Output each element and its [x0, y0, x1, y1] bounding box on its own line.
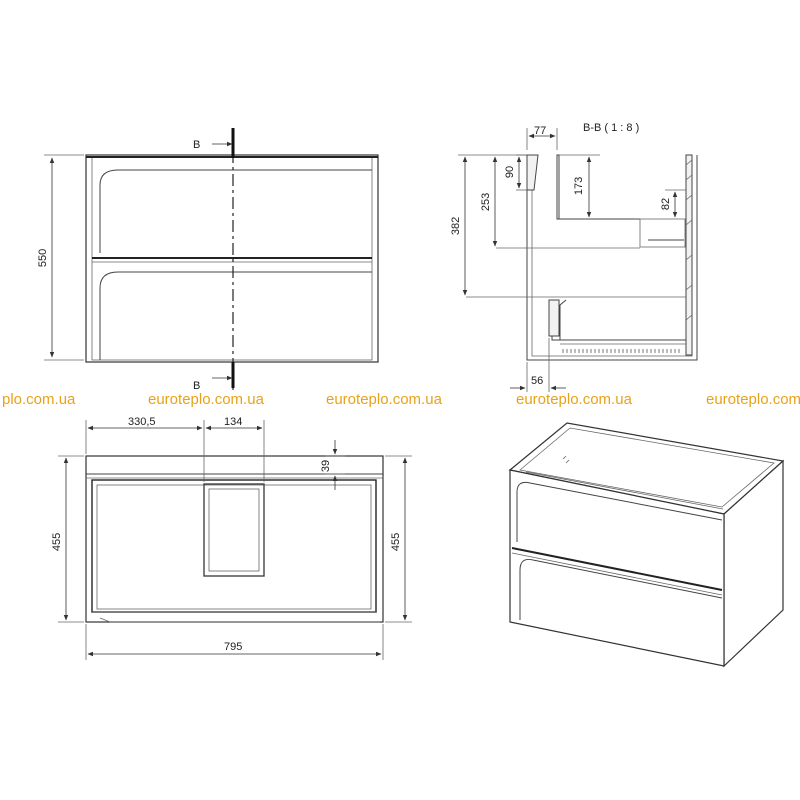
- dim-134: 134: [224, 416, 242, 428]
- watermark-3: euroteplo.com.ua: [326, 391, 443, 408]
- dim-front-height: 550: [37, 249, 49, 267]
- isometric-view: [508, 422, 785, 668]
- front-view: B B 550: [37, 128, 379, 392]
- watermark-2: euroteplo.com.ua: [148, 391, 265, 408]
- top-view: 330,5 134 39 455 455 795: [51, 416, 412, 660]
- dim-253: 253: [480, 193, 492, 211]
- dim-77: 77: [534, 125, 546, 137]
- section-view: B-B ( 1 : 8 ) 77 90: [450, 122, 698, 392]
- dim-330-5: 330,5: [128, 416, 156, 428]
- dim-455-left: 455: [51, 533, 63, 551]
- section-title: B-B ( 1 : 8 ): [583, 122, 639, 134]
- dim-382: 382: [450, 217, 462, 235]
- watermarks: plo.com.ua euroteplo.com.ua euroteplo.co…: [2, 391, 800, 408]
- dim-90: 90: [504, 166, 516, 178]
- watermark-1: plo.com.ua: [2, 391, 76, 408]
- dim-56: 56: [531, 375, 543, 387]
- section-mark-bottom: B: [193, 380, 200, 392]
- dim-455-right: 455: [390, 533, 402, 551]
- dim-795: 795: [224, 641, 242, 653]
- section-mark-top: B: [193, 139, 200, 151]
- dim-173: 173: [573, 177, 585, 195]
- dim-82: 82: [660, 198, 672, 210]
- dim-39: 39: [320, 460, 332, 472]
- watermark-4: euroteplo.com.ua: [516, 391, 633, 408]
- watermark-5: euroteplo.com.u: [706, 391, 800, 408]
